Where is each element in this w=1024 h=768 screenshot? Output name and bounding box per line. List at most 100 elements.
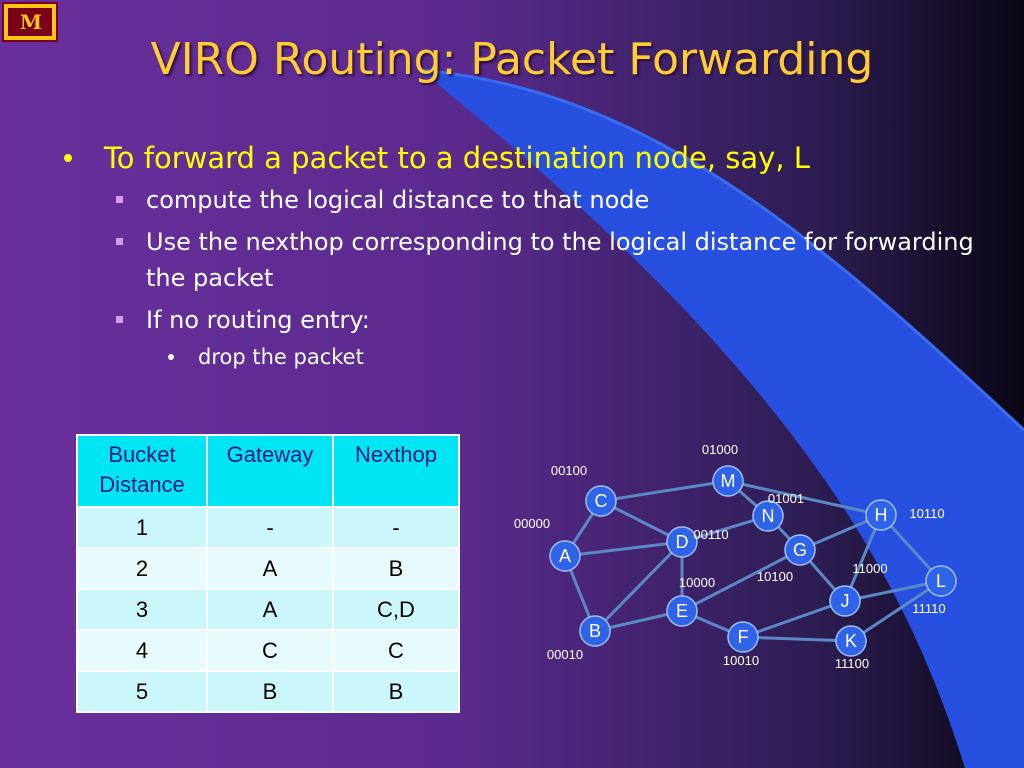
node-address: 11110 bbox=[912, 601, 945, 616]
table-row: 4 C C bbox=[76, 629, 460, 672]
bullet-dot-icon bbox=[168, 354, 174, 360]
node-address: 01001 bbox=[768, 491, 804, 506]
node-label: J bbox=[841, 591, 850, 611]
header-gateway: Gateway bbox=[206, 434, 334, 508]
node-circle bbox=[752, 500, 784, 532]
node-address: 00000 bbox=[514, 516, 550, 531]
cell-gateway: A bbox=[206, 547, 334, 590]
node-label: E bbox=[676, 601, 688, 621]
edge-F-K bbox=[742, 635, 852, 643]
edge-K-L bbox=[850, 579, 942, 643]
node-address: 11000 bbox=[852, 561, 887, 576]
node-address: 10000 bbox=[679, 575, 715, 590]
node-D: D 00110 bbox=[666, 526, 729, 558]
bullet-main: To forward a packet to a destination nod… bbox=[60, 140, 980, 176]
node-label: B bbox=[589, 621, 601, 641]
routing-table-header: Bucket Distance Gateway Nexthop bbox=[76, 434, 460, 508]
edge-E-G bbox=[681, 548, 801, 613]
node-address: 10010 bbox=[723, 653, 759, 668]
node-circle bbox=[865, 499, 897, 531]
node-label: A bbox=[559, 546, 571, 566]
edge-C-M bbox=[600, 479, 729, 503]
bullet-sub-text: Use the nexthop corresponding to the log… bbox=[146, 228, 974, 292]
cell-nexthop: B bbox=[332, 670, 460, 713]
node-label: D bbox=[676, 532, 689, 552]
bullet-sub-3: If no routing entry: bbox=[60, 302, 980, 338]
node-address: 00100 bbox=[551, 463, 587, 478]
edge-F-J bbox=[742, 599, 846, 639]
node-address: 10100 bbox=[757, 569, 793, 584]
node-label: H bbox=[875, 505, 888, 525]
edge-A-D bbox=[564, 540, 683, 558]
cell-gateway: B bbox=[206, 670, 334, 713]
bullet-subsub-1: drop the packet bbox=[60, 342, 980, 372]
bullet-square-icon bbox=[116, 196, 123, 203]
university-logo: M bbox=[2, 2, 58, 42]
cell-nexthop: C bbox=[332, 629, 460, 672]
node-circle bbox=[784, 534, 816, 566]
node-L: L 11110 bbox=[912, 565, 957, 616]
cell-gateway: C bbox=[206, 629, 334, 672]
table-row: 2 A B bbox=[76, 547, 460, 590]
node-F: F 10010 bbox=[723, 621, 759, 668]
cell-bucket: 1 bbox=[76, 506, 208, 549]
cell-nexthop: - bbox=[332, 506, 460, 549]
bullet-list: To forward a packet to a destination nod… bbox=[60, 140, 980, 372]
bullet-main-text: To forward a packet to a destination nod… bbox=[104, 141, 810, 175]
node-label: F bbox=[738, 627, 749, 647]
node-circle bbox=[585, 485, 617, 517]
node-circle bbox=[666, 595, 698, 627]
node-circle bbox=[829, 585, 861, 617]
node-address: 10110 bbox=[909, 506, 944, 521]
header-bucket-distance: Bucket Distance bbox=[76, 434, 208, 508]
edge-J-L bbox=[844, 579, 942, 603]
table-row: 3 A C,D bbox=[76, 588, 460, 631]
node-label: K bbox=[845, 631, 857, 651]
node-label: L bbox=[936, 571, 946, 591]
cell-nexthop: B bbox=[332, 547, 460, 590]
node-label: G bbox=[793, 540, 807, 560]
bullet-sub-text: compute the logical distance to that nod… bbox=[146, 186, 650, 214]
table-row: 5 B B bbox=[76, 670, 460, 713]
header-nexthop: Nexthop bbox=[332, 434, 460, 508]
node-circle bbox=[925, 565, 957, 597]
node-label: N bbox=[762, 506, 775, 526]
node-B: B 00010 bbox=[547, 615, 611, 662]
slide-title: VIRO Routing: Packet Forwarding bbox=[150, 34, 874, 85]
cell-bucket: 5 bbox=[76, 670, 208, 713]
bullet-dot-icon bbox=[64, 154, 72, 162]
node-circle bbox=[835, 625, 867, 657]
node-circle bbox=[549, 540, 581, 572]
node-circle bbox=[666, 526, 698, 558]
edge-M-H bbox=[727, 479, 882, 517]
cell-bucket: 4 bbox=[76, 629, 208, 672]
cell-bucket: 2 bbox=[76, 547, 208, 590]
node-H: H 10110 bbox=[865, 499, 945, 531]
cell-bucket: 3 bbox=[76, 588, 208, 631]
node-address: 00010 bbox=[547, 647, 583, 662]
node-address: 00110 bbox=[693, 527, 728, 542]
cell-gateway: - bbox=[206, 506, 334, 549]
node-E: E 10000 bbox=[666, 575, 715, 627]
node-circle bbox=[712, 465, 744, 497]
node-label: M bbox=[721, 471, 736, 491]
node-circle bbox=[579, 615, 611, 647]
bullet-sub-text: If no routing entry: bbox=[146, 306, 370, 334]
node-circle bbox=[727, 621, 759, 653]
edge-D-B bbox=[593, 540, 684, 633]
bullet-square-icon bbox=[116, 316, 123, 323]
node-label: C bbox=[595, 491, 608, 511]
bullet-subsub-text: drop the packet bbox=[198, 345, 364, 369]
cell-gateway: A bbox=[206, 588, 334, 631]
bullet-sub-1: compute the logical distance to that nod… bbox=[60, 182, 980, 218]
bullet-square-icon bbox=[116, 238, 123, 245]
table-row: 1 - - bbox=[76, 506, 460, 549]
routing-table: Bucket Distance Gateway Nexthop 1 - - 2 … bbox=[76, 434, 460, 713]
